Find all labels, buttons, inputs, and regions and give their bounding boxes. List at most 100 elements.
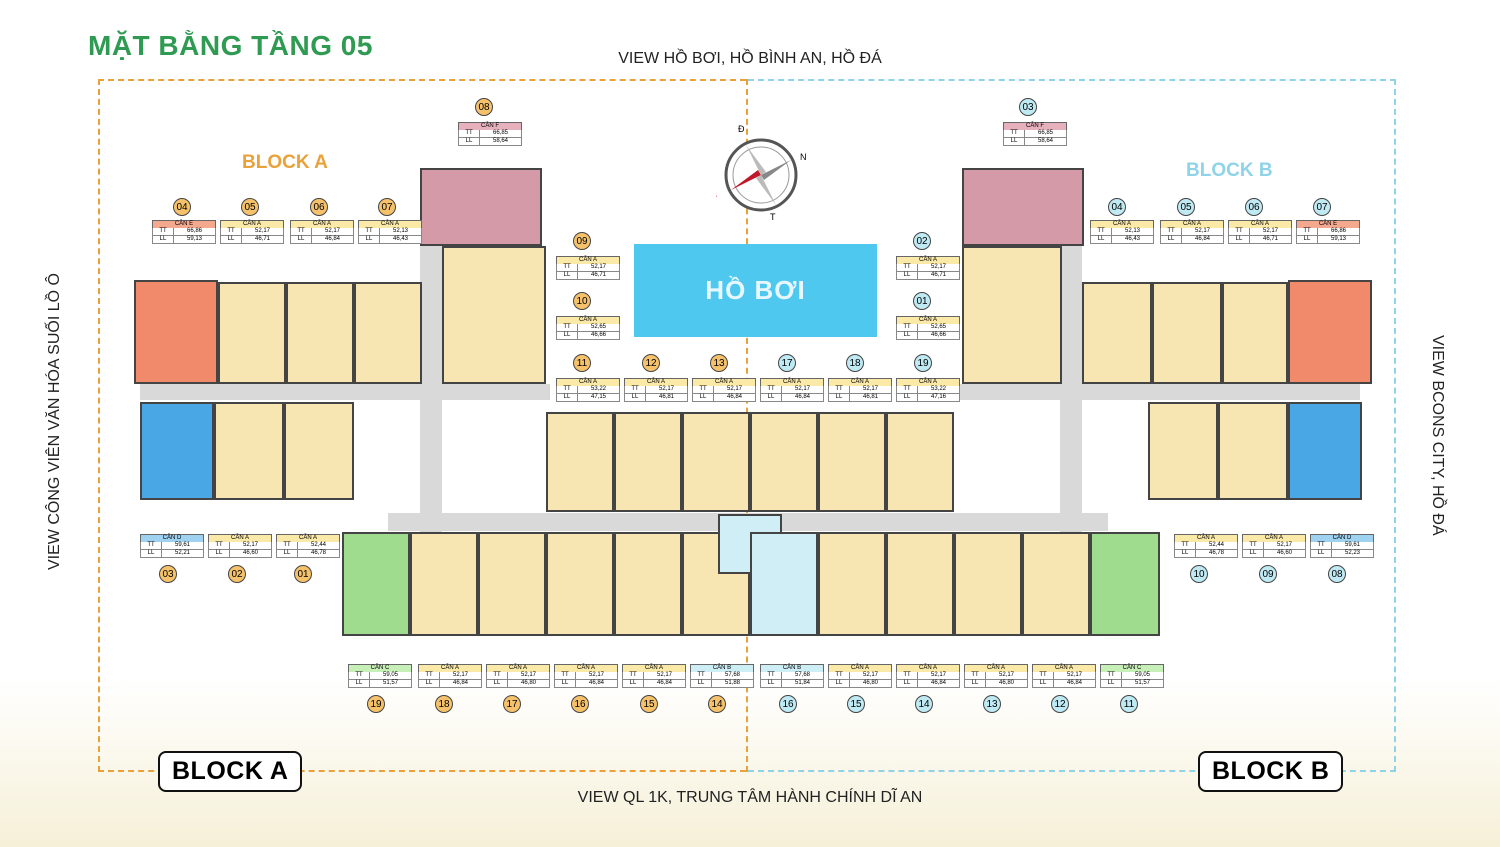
unit-floor-plan	[410, 532, 478, 636]
area-label: TT	[829, 386, 850, 393]
area-label: TT	[141, 542, 162, 549]
unit-floor-plan	[614, 532, 682, 636]
swimming-pool: HỒ BƠI	[634, 244, 877, 337]
area-label: LL	[897, 272, 918, 279]
area-net-value: 52,21	[174, 550, 190, 556]
area-net-value: 59,13	[186, 236, 202, 242]
area-net-value: 46,84	[452, 680, 468, 686]
unit-number-badge: 15	[640, 695, 658, 713]
unit-type: CĂN A	[556, 256, 620, 264]
area-net-value: 46,80	[520, 680, 536, 686]
area-label: LL	[459, 138, 480, 145]
area-label: LL	[829, 680, 850, 687]
unit-type: CĂN A	[624, 378, 688, 386]
area-label: LL	[625, 394, 646, 401]
unit-floor-plan	[1152, 282, 1222, 384]
unit-number-badge: 16	[571, 695, 589, 713]
unit-type: CĂN A	[896, 664, 960, 672]
unit-floor-plan	[1218, 402, 1288, 500]
block-b-label: BLOCK B	[1186, 160, 1273, 181]
area-gross-value: 52,17	[998, 672, 1014, 678]
area-gross-value: 52,17	[1194, 228, 1210, 234]
area-label: TT	[625, 386, 646, 393]
corridor-block-b-horizontal	[950, 384, 1360, 400]
unit-number-badge: 14	[915, 695, 933, 713]
unit-floor-plan	[420, 168, 542, 246]
area-label: TT	[965, 672, 986, 679]
area-net-value: 46,81	[658, 394, 674, 400]
compass-north: N	[800, 152, 807, 162]
area-net-value: 46,84	[930, 680, 946, 686]
unit-number-badge: 09	[1259, 565, 1277, 583]
area-net-value: 46,84	[588, 680, 604, 686]
area-gross-value: 52,17	[656, 672, 672, 678]
unit-floor-plan	[134, 280, 218, 384]
unit-number-badge: 06	[310, 198, 328, 216]
unit-number-badge: 09	[573, 232, 591, 250]
area-gross-value: 59,05	[1134, 672, 1150, 678]
area-net-value: 47,16	[930, 394, 946, 400]
block-a-label: BLOCK A	[242, 152, 328, 173]
unit-number-badge: 19	[914, 354, 932, 372]
unit-floor-plan	[1022, 532, 1090, 636]
unit-type: CĂN B	[760, 664, 824, 672]
unit-type: CĂN F	[1003, 122, 1067, 130]
area-label: LL	[209, 550, 230, 557]
unit-type: CĂN A	[896, 378, 960, 386]
area-net-value: 46,78	[310, 550, 326, 556]
area-gross-value: 57,68	[794, 672, 810, 678]
unit-number-badge: 10	[1190, 565, 1208, 583]
unit-floor-plan	[140, 402, 214, 500]
unit-number-badge: 19	[367, 695, 385, 713]
area-label: TT	[897, 386, 918, 393]
area-label: TT	[1175, 542, 1196, 549]
unit-floor-plan	[1288, 402, 1362, 500]
compass-south: T	[770, 212, 776, 220]
area-gross-value: 52,17	[658, 386, 674, 392]
unit-floor-plan	[286, 282, 354, 384]
area-net-value: 46,84	[1066, 680, 1082, 686]
unit-floor-plan	[1090, 532, 1160, 636]
unit-floor-plan	[954, 532, 1022, 636]
unit-floor-plan	[214, 402, 284, 500]
unit-number-badge: 07	[1313, 198, 1331, 216]
area-label: LL	[897, 394, 918, 401]
area-gross-value: 66,85	[1037, 130, 1053, 136]
area-gross-value: 52,13	[392, 228, 408, 234]
unit-floor-plan	[750, 412, 818, 512]
unit-floor-plan	[1082, 282, 1152, 384]
area-label: TT	[1297, 228, 1318, 235]
unit-number-badge: 15	[847, 695, 865, 713]
view-top-caption: VIEW HỒ BƠI, HỒ BÌNH AN, HỒ ĐÁ	[618, 50, 882, 67]
area-label: LL	[623, 680, 644, 687]
area-net-value: 46,66	[590, 332, 606, 338]
unit-type: CĂN A	[1160, 220, 1224, 228]
area-label: LL	[557, 272, 578, 279]
area-net-value: 46,43	[1124, 236, 1140, 242]
area-net-value: 46,60	[242, 550, 258, 556]
unit-floor-plan	[1288, 280, 1372, 384]
area-net-value: 47,15	[590, 394, 606, 400]
area-net-value: 46,84	[1194, 236, 1210, 242]
area-gross-value: 52,17	[520, 672, 536, 678]
unit-number-badge: 13	[710, 354, 728, 372]
area-label: LL	[221, 236, 242, 243]
area-label: LL	[761, 394, 782, 401]
unit-number-badge: 07	[378, 198, 396, 216]
block-b-badge: BLOCK B	[1198, 751, 1344, 792]
area-gross-value: 52,17	[324, 228, 340, 234]
area-label: TT	[1101, 672, 1122, 679]
area-label: LL	[1229, 236, 1250, 243]
area-label: TT	[1091, 228, 1112, 235]
